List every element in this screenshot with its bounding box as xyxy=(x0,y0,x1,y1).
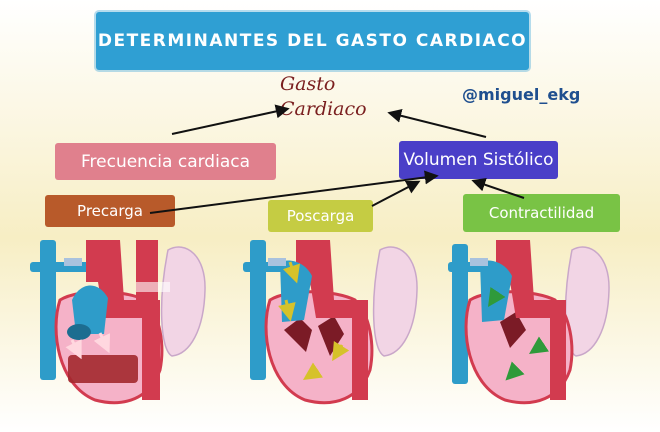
node-poscarga-label: Poscarga xyxy=(286,207,355,225)
arrow-contractilidad-to-volumen xyxy=(471,177,525,199)
author-handle: @miguel_ekg xyxy=(462,85,581,104)
gasto-cardiaco-label: Gasto Cardiaco xyxy=(280,72,400,122)
arrow-frecuencia-to-gasto xyxy=(171,104,290,135)
node-contractilidad: Contractilidad xyxy=(463,194,620,232)
arrow-volumen-to-gasto xyxy=(387,108,487,138)
node-precarga: Precarga xyxy=(45,195,175,227)
node-volumen: Volumen Sistólico xyxy=(399,141,558,179)
gasto-line2: Cardiaco xyxy=(280,98,367,120)
arrow-poscarga-to-volumen xyxy=(371,180,421,207)
node-frecuencia-label: Frecuencia cardiaca xyxy=(80,151,250,172)
heart-precarga-icon xyxy=(30,240,206,405)
node-volumen-label: Volumen Sistólico xyxy=(403,150,554,170)
node-poscarga: Poscarga xyxy=(268,200,373,232)
node-contractilidad-label: Contractilidad xyxy=(488,204,595,222)
arrow-precarga-to-volumen xyxy=(149,170,439,214)
node-frecuencia: Frecuencia cardiaca xyxy=(55,143,276,180)
title-banner: DETERMINANTES DEL GASTO CARDIACO xyxy=(96,12,529,70)
title-text: DETERMINANTES DEL GASTO CARDIACO xyxy=(97,31,528,51)
heart-poscarga-icon xyxy=(243,240,418,405)
node-precarga-label: Precarga xyxy=(77,202,143,220)
gasto-line1: Gasto xyxy=(280,73,336,95)
heart-contractilidad-icon xyxy=(448,240,610,405)
